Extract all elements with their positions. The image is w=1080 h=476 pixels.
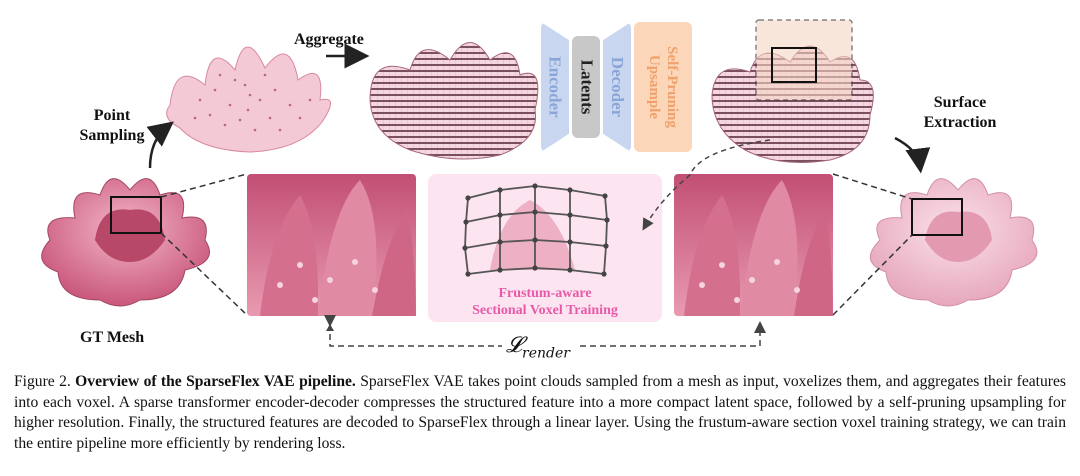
latents-block: Latents: [572, 36, 600, 138]
latents-label: Latents: [577, 59, 596, 115]
decoder-block: Decoder: [603, 22, 631, 152]
surface-extraction-label: Surface Extraction: [910, 93, 1010, 133]
render-loss-symbol: 𝓛: [506, 333, 522, 358]
caption-prefix: Figure 2.: [14, 373, 76, 390]
voxel-lotus-input: [369, 42, 539, 160]
surface-extraction-arrow: [894, 136, 931, 174]
caption-body: SparseFlex VAE takes point clouds sample…: [14, 373, 1066, 452]
encoder-block: Encoder: [541, 22, 569, 152]
pipeline-figure: Aggregate Point Sampling Surface Extract…: [41, 19, 1038, 361]
upsample-block: Self-Pruning Upsample: [634, 22, 692, 152]
gt-mesh-lotus: [41, 178, 210, 307]
point-sampling-arrow: [146, 121, 174, 169]
point-cloud-lotus: [166, 46, 331, 153]
frustum-dashed-arrow: [642, 139, 771, 231]
render-loss-label: 𝓛render: [506, 334, 570, 365]
render-loss-subscript: render: [522, 345, 570, 362]
decoder-label: Decoder: [608, 56, 628, 118]
upsample-line1: Self-Pruning: [664, 46, 680, 128]
frustum-panel: [428, 174, 662, 322]
surface-extraction-line2: Extraction: [923, 114, 997, 131]
point-sampling-line1: Point: [93, 107, 131, 124]
predicted-render-panel: [674, 174, 833, 316]
aggregate-label: Aggregate: [294, 31, 364, 48]
gt-render-panel: [247, 174, 416, 316]
figure-caption: Figure 2. Overview of the SparseFlex VAE…: [14, 372, 1066, 454]
upsample-label: Self-Pruning Upsample: [645, 46, 681, 128]
upsample-line2: Upsample: [646, 54, 662, 120]
frustum-label: Frustum-aware Sectional Voxel Training: [445, 285, 645, 319]
figure-graphics: [41, 19, 1038, 347]
surface-extraction-line1: Surface: [933, 94, 987, 111]
frustum-line1: Frustum-aware: [498, 286, 592, 301]
point-sampling-line2: Sampling: [79, 127, 145, 144]
output-lotus: [870, 178, 1038, 307]
encoder-label: Encoder: [546, 56, 566, 118]
frustum-line2: Sectional Voxel Training: [472, 303, 618, 318]
caption-title: Overview of the SparseFlex VAE pipeline.: [75, 373, 356, 390]
voxel-lotus-output: [711, 19, 874, 163]
gt-mesh-label: GT Mesh: [80, 329, 145, 346]
point-sampling-label: Point Sampling: [72, 106, 152, 146]
